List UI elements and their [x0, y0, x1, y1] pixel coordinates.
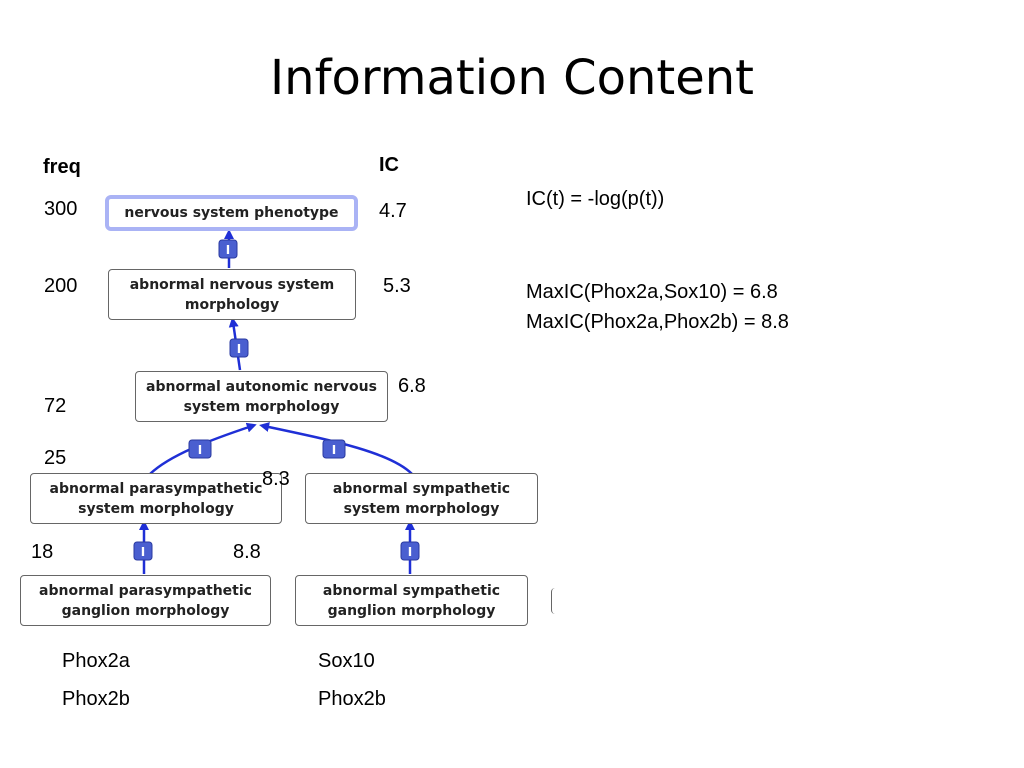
gene-label: Sox10	[318, 650, 375, 672]
edge-badge-label: I	[198, 443, 202, 457]
node-abnormal-sympathetic-ganglion-morphology[interactable]: abnormal sympathetic ganglion morphology	[295, 575, 528, 626]
ic-formula: IC(t) = -log(p(t))	[526, 188, 665, 210]
gene-label: Phox2b	[62, 688, 130, 710]
edge-badge-label: I	[141, 545, 145, 559]
node-abnormal-sympathetic-system-morphology[interactable]: abnormal sympathetic system morphology	[305, 473, 538, 524]
slide-title: Information Content	[269, 50, 754, 106]
node-abnormal-nervous-system-morphology[interactable]: abnormal nervous system morphology	[108, 269, 356, 320]
freq-value: 300	[44, 198, 78, 220]
ic-value: 8.3	[262, 468, 290, 490]
ic-value: 5.3	[383, 275, 411, 297]
freq-value: 200	[44, 275, 78, 297]
node-nervous-system-phenotype[interactable]: nervous system phenotype	[105, 195, 358, 231]
edge-badge: I	[322, 439, 346, 459]
ic-value: 6.8	[398, 375, 426, 397]
node-abnormal-parasympathetic-system-morphology[interactable]: abnormal parasympathetic system morpholo…	[30, 473, 282, 524]
ic-header: IC	[379, 154, 399, 176]
ic-value: 4.7	[379, 200, 407, 222]
edge-badge-label: I	[237, 342, 241, 356]
freq-header: freq	[43, 156, 81, 178]
edge-badge: I	[400, 541, 420, 561]
edge-line	[259, 422, 413, 475]
freq-value: 72	[44, 395, 67, 417]
gene-label: Phox2a	[62, 650, 130, 672]
freq-value: 18	[31, 541, 54, 563]
edge-badge-label: I	[332, 443, 336, 457]
edge-badge: I	[133, 541, 153, 561]
node-abnormal-parasympathetic-ganglion-morphology[interactable]: abnormal parasympathetic ganglion morpho…	[20, 575, 271, 626]
freq-value: 25	[44, 447, 67, 469]
maxic-formula: MaxIC(Phox2a,Sox10) = 6.8	[526, 281, 778, 303]
edge-badge: I	[188, 439, 212, 459]
edge-badge: I	[218, 239, 238, 259]
maxic-formula: MaxIC(Phox2a,Phox2b) = 8.8	[526, 311, 789, 333]
edge-badge-label: I	[226, 243, 230, 257]
partial-node-edge	[551, 588, 560, 614]
node-abnormal-autonomic-nervous-system-morphology[interactable]: abnormal autonomic nervous system morpho…	[135, 371, 388, 422]
ic-value: 8.8	[233, 541, 261, 563]
gene-label: Phox2b	[318, 688, 386, 710]
edge-badge: I	[229, 338, 249, 358]
edge-badge-label: I	[408, 545, 412, 559]
